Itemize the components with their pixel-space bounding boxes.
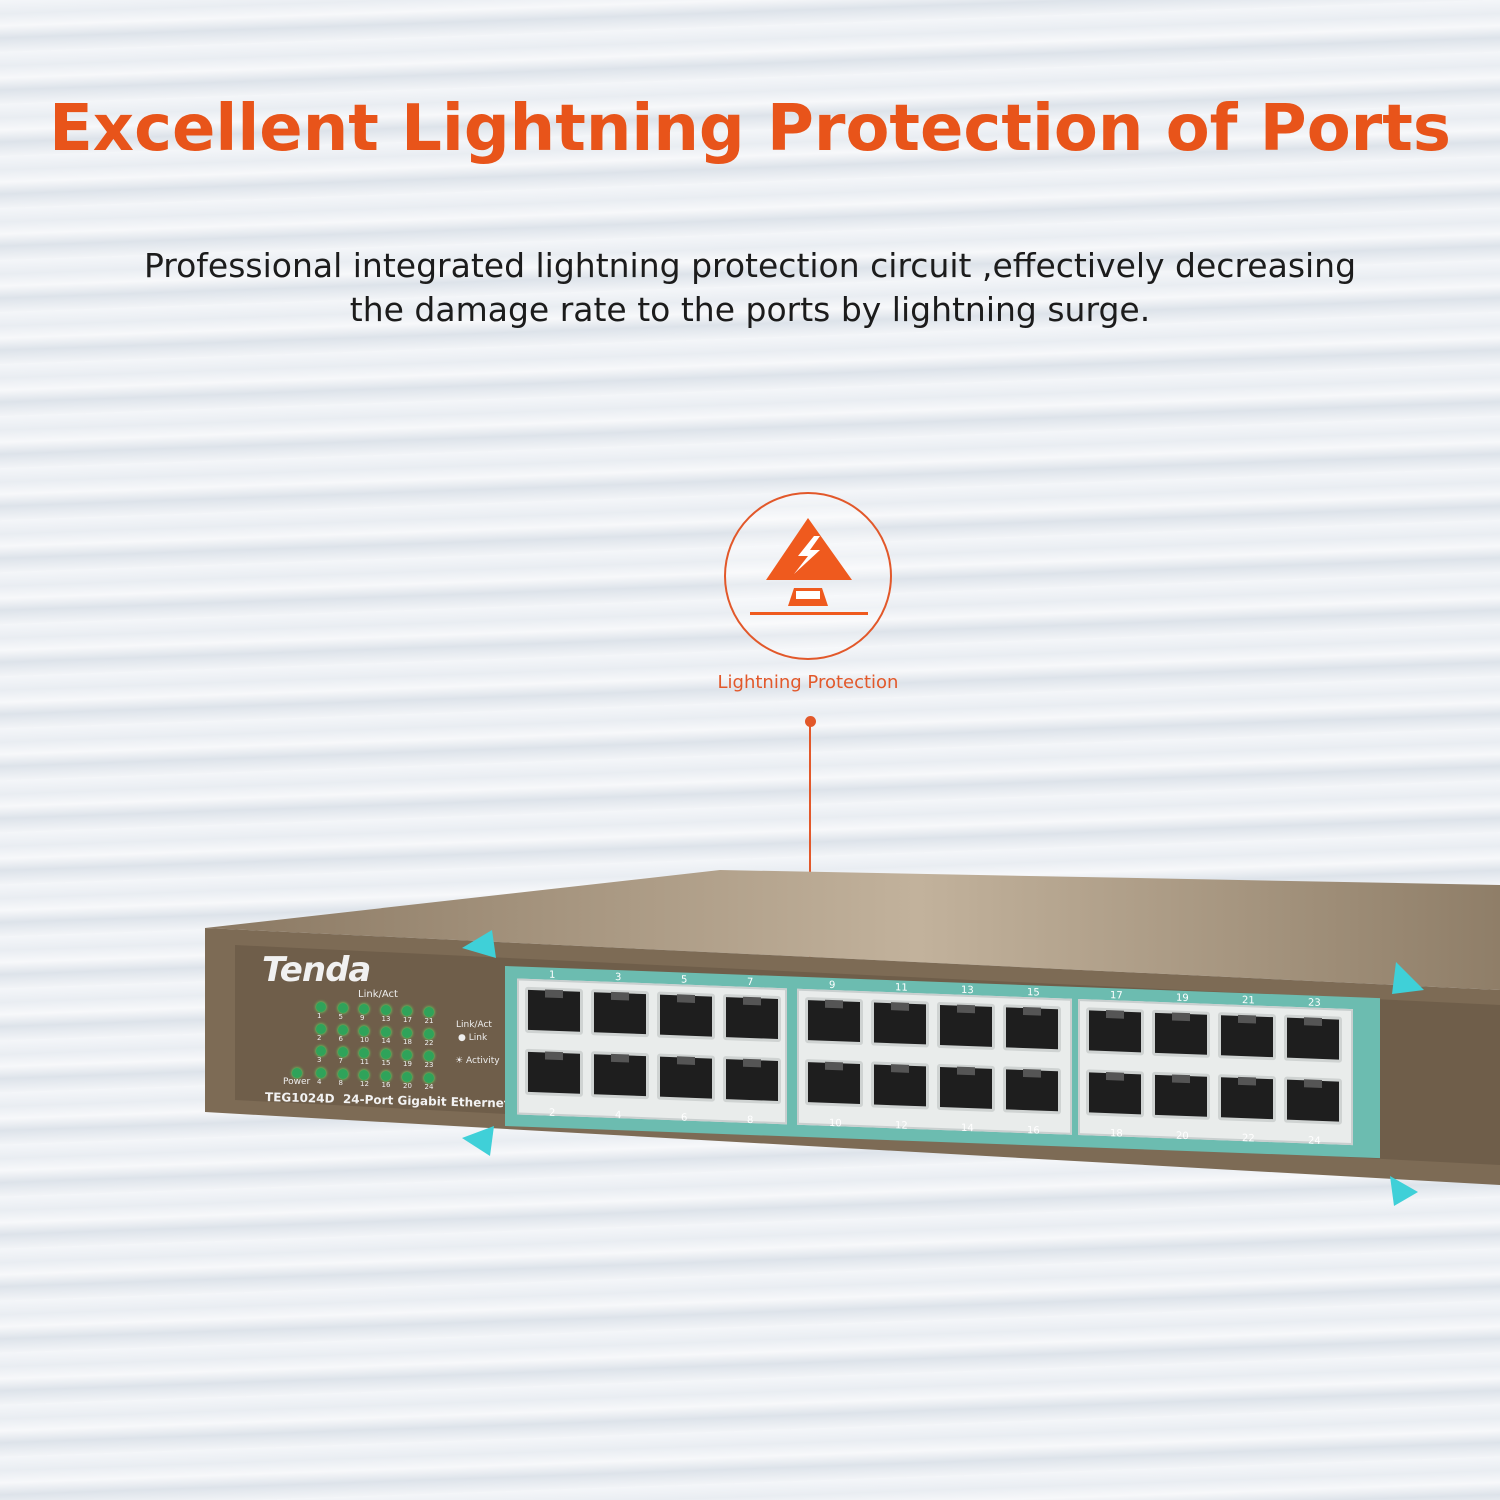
port-led [423, 1007, 434, 1017]
led-number: 8 [338, 1079, 343, 1087]
feature-label: Lightning Protection [717, 672, 899, 693]
port-led [316, 1002, 326, 1012]
subtitle-line-2: the damage rate to the ports by lightnin… [349, 290, 1151, 329]
led-number: 13 [381, 1015, 391, 1023]
port-led [359, 1048, 369, 1058]
power-led [292, 1068, 302, 1078]
port-led [423, 1029, 434, 1039]
port-led [337, 1025, 348, 1035]
legend-activity: ☀ Activity [455, 1056, 500, 1066]
corner-arrow-icon [462, 1126, 494, 1156]
led-number: 19 [403, 1060, 412, 1068]
led-number: 14 [381, 1037, 391, 1045]
port-led [423, 1051, 434, 1061]
led-number: 11 [360, 1058, 369, 1066]
led-number: 12 [360, 1080, 369, 1088]
port-led [316, 1068, 326, 1078]
lightning-protection-icon [750, 518, 868, 615]
led-number: 4 [317, 1078, 322, 1086]
led-number: 20 [403, 1082, 412, 1090]
port-led [380, 1049, 391, 1059]
led-number: 9 [360, 1014, 365, 1022]
led-number: 22 [424, 1039, 434, 1047]
port-led [380, 1005, 391, 1015]
callout-dot [805, 716, 816, 727]
corner-arrow-icon [1392, 962, 1424, 994]
port-led [359, 1004, 369, 1014]
callout-line [809, 722, 811, 967]
led-number: 16 [381, 1081, 391, 1089]
subtitle: Professional integrated lightning protec… [100, 244, 1400, 332]
led-number: 23 [424, 1061, 434, 1069]
led-number: 1 [317, 1012, 322, 1020]
port-led [380, 1027, 391, 1037]
port-led [402, 1028, 412, 1038]
corner-arrow-icon [462, 930, 496, 958]
brand-logo: Tenda [262, 950, 371, 990]
activity-icon: ☀ [455, 1056, 464, 1066]
subtitle-line-1: Professional integrated lightning protec… [143, 246, 1357, 285]
led-number: 7 [338, 1057, 343, 1065]
port-led [316, 1046, 326, 1056]
legend-title: Link/Act [456, 1020, 492, 1030]
port-led [337, 1003, 348, 1013]
led-number: 24 [424, 1083, 434, 1091]
led-group-label: Link/Act [358, 989, 398, 1000]
port-led [359, 1070, 369, 1080]
port-led [316, 1024, 326, 1034]
corner-arrow-icon [1390, 1176, 1418, 1206]
led-number: 2 [317, 1034, 322, 1042]
link-dot-icon: ● [458, 1033, 466, 1043]
headline: Excellent Lightning Protection of Ports [49, 92, 1451, 166]
led-number: 17 [403, 1016, 412, 1024]
led-number: 10 [360, 1036, 369, 1044]
port-led [423, 1073, 434, 1083]
port-led [402, 1006, 412, 1016]
led-number: 15 [381, 1059, 391, 1067]
power-label: Power [283, 1077, 311, 1087]
port-led [337, 1069, 348, 1079]
port-led [402, 1050, 412, 1060]
legend-link: ● Link [458, 1033, 487, 1043]
legend-link-label: Link [468, 1033, 488, 1043]
lightning-protection-badge [724, 492, 892, 660]
led-number: 3 [317, 1056, 322, 1064]
led-number: 5 [338, 1013, 343, 1021]
port-led [359, 1026, 369, 1036]
led-number: 6 [338, 1035, 343, 1043]
led-number: 18 [403, 1038, 412, 1046]
legend-activity-label: Activity [465, 1056, 500, 1066]
port-led [380, 1071, 391, 1081]
led-number: 21 [424, 1017, 434, 1025]
port-led [402, 1072, 412, 1082]
port-led [337, 1047, 348, 1057]
